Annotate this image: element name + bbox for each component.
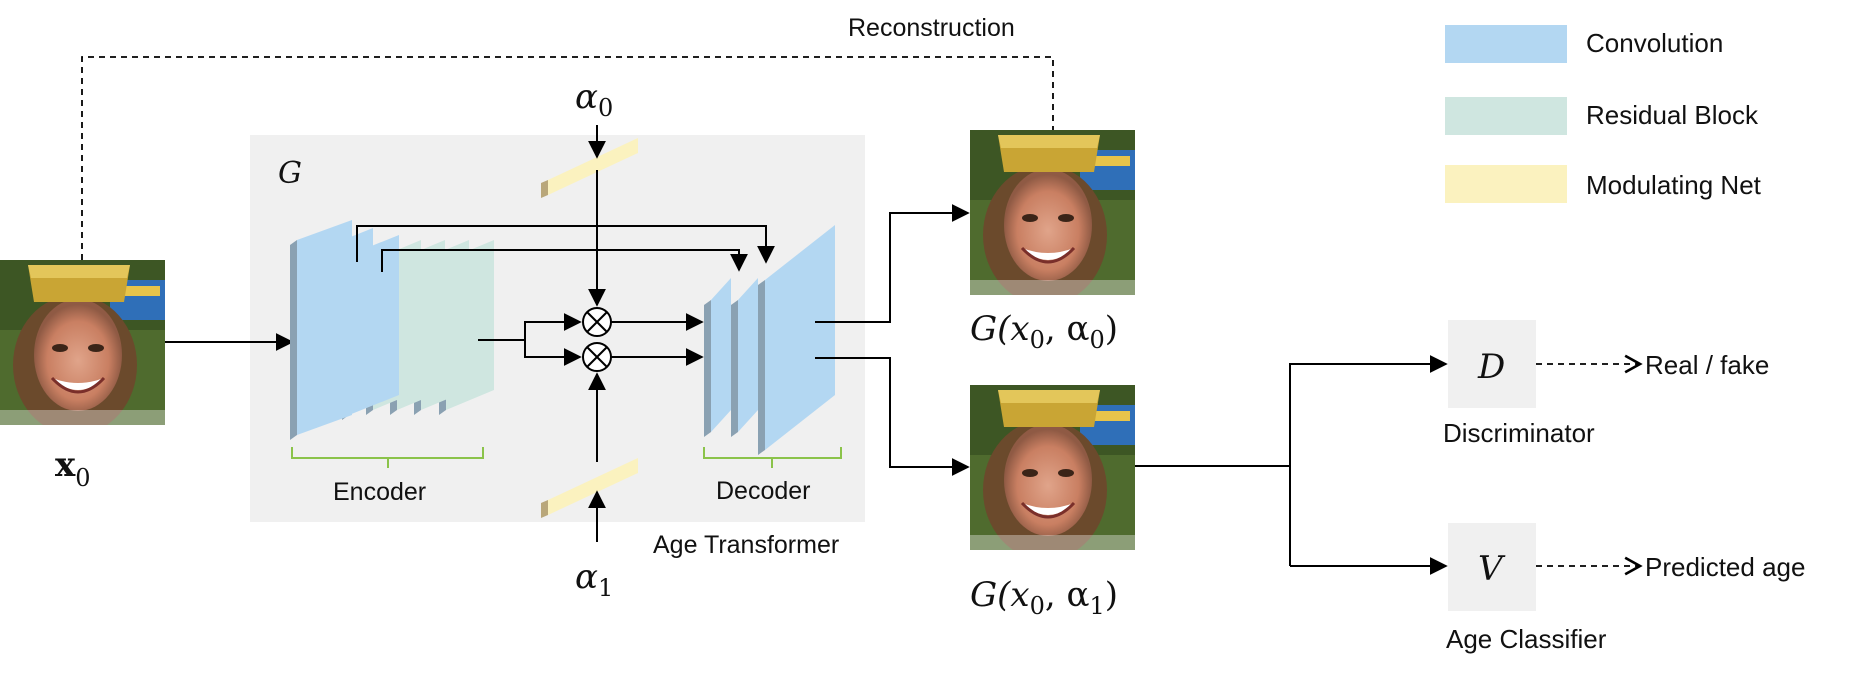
branch-to-bottom-multiply — [524, 340, 582, 366]
discriminator-label: Discriminator — [1443, 418, 1595, 448]
split-to-discriminator-arrow — [1289, 355, 1448, 566]
legend-label-residual-block: Residual Block — [1586, 100, 1759, 130]
legend-label-modulating-net: Modulating Net — [1586, 170, 1762, 200]
decoder-conv-layer — [758, 225, 835, 455]
encoder-conv-layer — [290, 220, 352, 440]
decoder-conv-layer — [704, 278, 731, 437]
encoder-stack — [290, 220, 494, 440]
classifier-letter: V — [1478, 549, 1506, 589]
modulating-net-bottom — [541, 458, 638, 518]
decoder-stack — [704, 225, 835, 455]
legend: Convolution Residual Block Modulating Ne… — [1445, 25, 1762, 203]
circled-times-icon — [582, 307, 612, 337]
legend-swatch-modulating-net — [1445, 165, 1567, 203]
predicted-age-label: Predicted age — [1645, 552, 1805, 582]
decoder-to-output1-arrow — [815, 357, 970, 476]
circled-times-icon — [582, 342, 612, 372]
discriminator-letter: D — [1477, 347, 1505, 387]
real-fake-label: Real / fake — [1645, 350, 1769, 380]
encoder-brace — [291, 447, 484, 468]
legend-swatch-convolution — [1445, 25, 1567, 63]
legend-label-convolution: Convolution — [1586, 28, 1723, 58]
decoder-to-output0-arrow — [815, 204, 970, 323]
reconstruction-path — [81, 56, 1054, 260]
age-classifier-box — [1448, 523, 1536, 611]
encoder-label: Encoder — [333, 478, 426, 506]
output1-label: G(x0, α1) — [970, 575, 1118, 620]
modulating-net-top — [541, 138, 638, 198]
output0-label: G(x0, α0) — [970, 309, 1118, 354]
legend-swatch-residual-block — [1445, 97, 1567, 135]
skip-connection-inner — [381, 249, 748, 272]
decoder-conv-layer — [731, 278, 758, 437]
output-face-young-image — [970, 130, 1135, 295]
age-classifier-label: Age Classifier — [1446, 624, 1607, 654]
g-block-label: G — [278, 156, 302, 191]
input-face-image — [0, 260, 165, 425]
alpha1-label: α1 — [575, 557, 613, 602]
output-face-old-image — [970, 385, 1135, 550]
discriminator-box — [1448, 320, 1536, 408]
age-transformer-label: Age Transformer — [653, 531, 839, 559]
x0-label: x0 — [55, 445, 91, 492]
skip-connection-outer — [356, 225, 775, 264]
alpha0-label: α0 — [575, 77, 613, 122]
decoder-label: Decoder — [716, 477, 811, 505]
reconstruction-label: Reconstruction — [848, 14, 1015, 42]
decoder-brace — [703, 447, 842, 468]
